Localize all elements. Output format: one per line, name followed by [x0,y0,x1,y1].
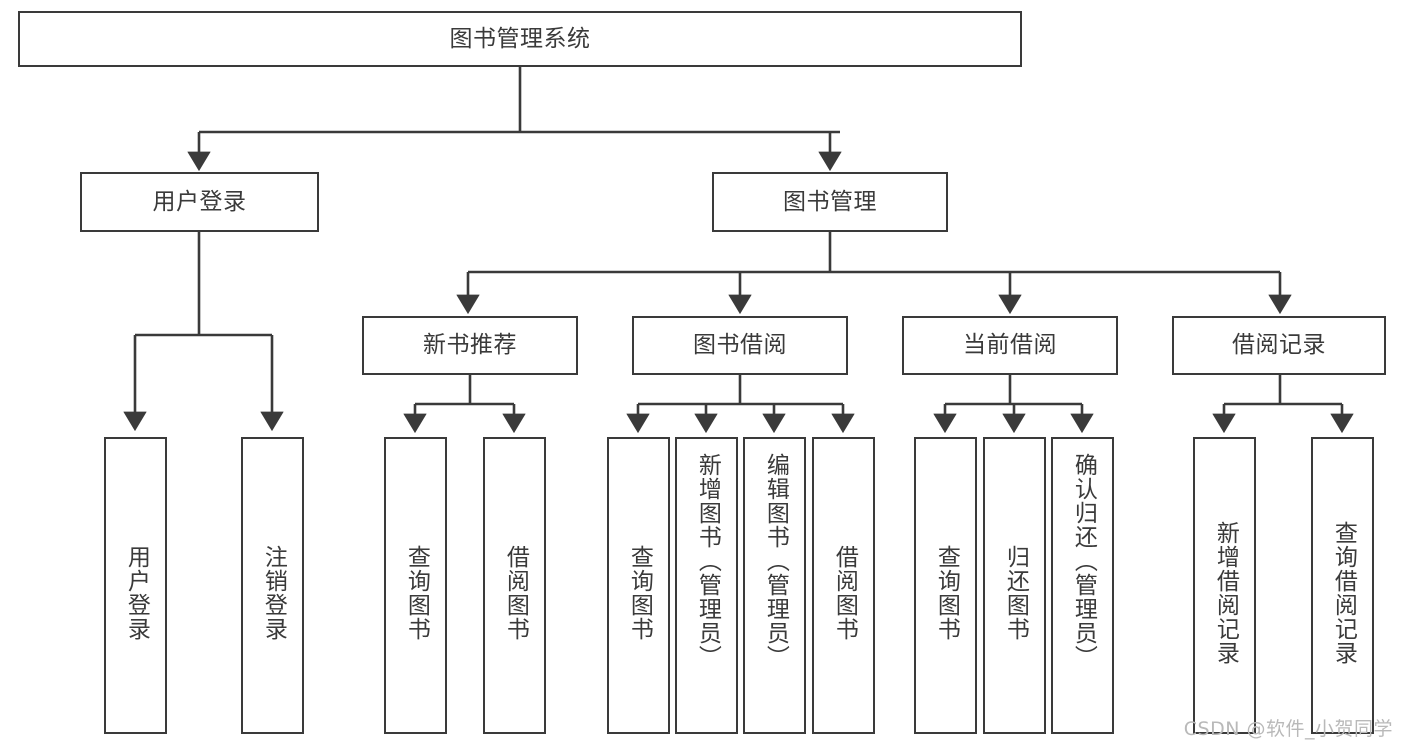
node-leaf-query-book-3[interactable]: 查询图书 [914,437,977,734]
node-leaf-query-book-2-label: 查询图书 [626,544,653,641]
node-current-borrow-label: 当前借阅 [963,332,1057,359]
node-leaf-query-book-1-label: 查询图书 [403,544,430,641]
node-book-manage-label: 图书管理 [783,188,877,215]
node-leaf-borrow-book-1-label: 借阅图书 [502,544,529,641]
node-new-book-recommend[interactable]: 新书推荐 [362,316,578,375]
node-leaf-user-logout[interactable]: 注销登录 [241,437,304,734]
node-leaf-edit-book[interactable]: 编辑图书（管理员） [743,437,806,734]
node-user-login[interactable]: 用户登录 [80,172,319,232]
node-leaf-add-book-label: 新增图书（管理员） [694,453,721,669]
node-leaf-borrow-book-2[interactable]: 借阅图书 [812,437,875,734]
node-leaf-edit-book-label: 编辑图书（管理员） [762,453,789,669]
node-leaf-return-book-label: 归还图书 [1002,544,1029,641]
node-borrow-record-label: 借阅记录 [1232,332,1326,359]
node-book-borrow-label: 图书借阅 [693,332,787,359]
node-leaf-return-book[interactable]: 归还图书 [983,437,1046,734]
node-current-borrow[interactable]: 当前借阅 [902,316,1118,375]
node-leaf-query-record[interactable]: 查询借阅记录 [1311,437,1374,734]
node-leaf-query-book-1[interactable]: 查询图书 [384,437,447,734]
node-leaf-borrow-book-1[interactable]: 借阅图书 [483,437,546,734]
node-borrow-record[interactable]: 借阅记录 [1172,316,1386,375]
node-leaf-user-login[interactable]: 用户登录 [104,437,167,734]
node-leaf-add-record-label: 新增借阅记录 [1212,520,1239,665]
node-leaf-user-logout-label: 注销登录 [260,544,287,641]
node-leaf-user-login-label: 用户登录 [123,544,150,641]
node-book-borrow[interactable]: 图书借阅 [632,316,848,375]
node-leaf-borrow-book-2-label: 借阅图书 [831,544,858,641]
node-leaf-add-book[interactable]: 新增图书（管理员） [675,437,738,734]
node-leaf-query-book-2[interactable]: 查询图书 [607,437,670,734]
node-leaf-query-book-3-label: 查询图书 [933,544,960,641]
node-book-manage[interactable]: 图书管理 [712,172,948,232]
node-root[interactable]: 图书管理系统 [18,11,1022,67]
watermark-text: CSDN @软件_小贺同学 [1183,718,1393,740]
node-leaf-confirm-return-label: 确认归还（管理员） [1070,453,1097,669]
node-leaf-query-record-label: 查询借阅记录 [1330,520,1357,665]
node-new-book-recommend-label: 新书推荐 [423,332,517,359]
node-user-login-label: 用户登录 [152,188,247,215]
node-leaf-confirm-return[interactable]: 确认归还（管理员） [1051,437,1114,734]
node-leaf-add-record[interactable]: 新增借阅记录 [1193,437,1256,734]
node-root-label: 图书管理系统 [449,25,591,52]
